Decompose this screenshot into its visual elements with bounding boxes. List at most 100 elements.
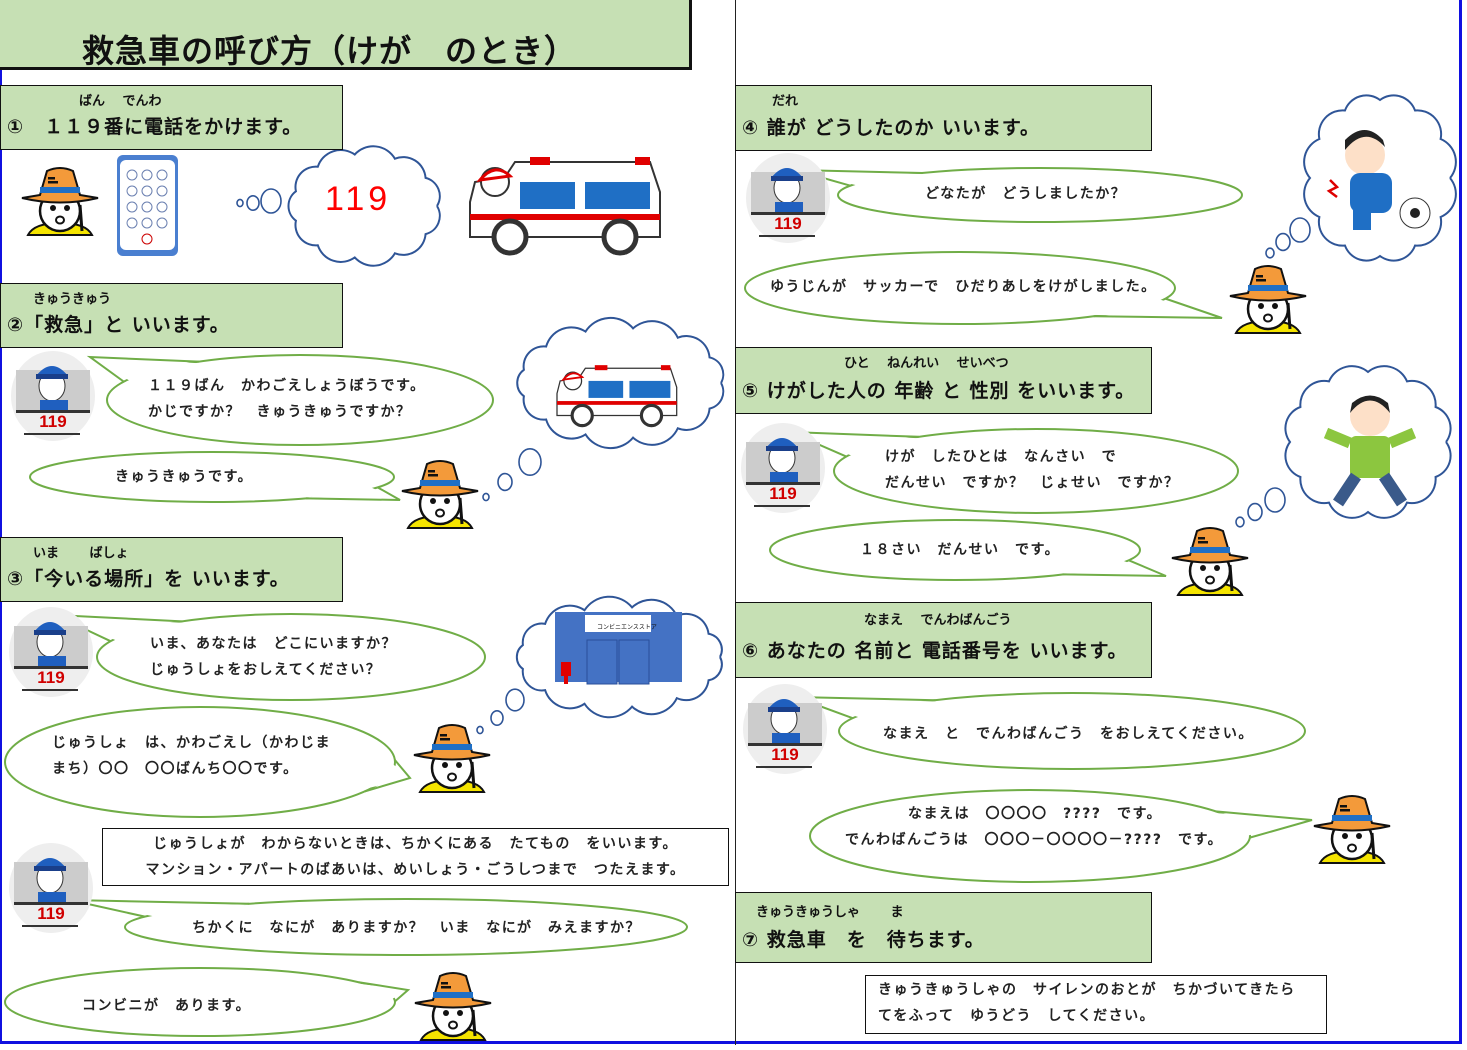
operator-icon: [9, 843, 93, 933]
caller-kid-icon: [414, 972, 492, 1041]
step-7-header: きゅうきゅうしゃ ま ⑦ 救急車 を 待ちます。: [735, 892, 1152, 963]
operator-icon: [9, 607, 93, 697]
step-3-ruby: いま ばしょ: [33, 546, 129, 561]
s3-caller-line-2: まち）〇〇 〇〇ばんち〇〇です。: [52, 761, 299, 777]
speech-bubble: [29, 451, 395, 503]
thought-dot: [1275, 232, 1291, 252]
s3-operator-line-1: いま、あなたは どこにいますか？: [150, 636, 398, 652]
step-4-ruby: だれ: [772, 94, 799, 109]
convenience-store-icon: [555, 612, 682, 685]
thought-dot: [236, 198, 244, 208]
note-line-2: マンション・アパートのばあいは、めいしょう・ごうしつまで つたえます。: [145, 862, 686, 878]
thought-dot: [505, 688, 525, 712]
speech-bubble-tail: [1212, 812, 1312, 837]
step-1-header: ばん でんわ ① １１９番に電話をかけます。: [0, 85, 343, 150]
speech-bubble: [769, 519, 1141, 581]
thought-dot: [1235, 516, 1245, 528]
operator-illustration: 119: [8, 606, 94, 702]
operator-icon: [11, 351, 95, 441]
caller-kid-icon: [21, 167, 99, 236]
speech-bubble-tail: [356, 983, 408, 1001]
operator-illustration: 119: [8, 842, 94, 938]
speech-bubble: [124, 898, 688, 956]
step-7-ruby: きゅうきゅうしゃ ま: [756, 905, 904, 920]
thought-dot: [497, 472, 513, 492]
ambulance-icon: [556, 365, 678, 428]
s3-operator-line-2: じゅうしょをおしえてください？: [150, 662, 382, 678]
thought-dot: [1264, 487, 1286, 513]
step-5-ruby: ひと ねんれい せいべつ: [844, 356, 1009, 371]
step-6-ruby: なまえ でんわばんごう: [864, 613, 1012, 628]
step-3-header: いま ばしょ ③「今いる場所」を いいます。: [0, 537, 343, 602]
speech-bubble-tail: [1092, 298, 1222, 318]
s2-operator-line-2: かじですか？ きゅうきゅうですか？: [148, 404, 412, 420]
speech-bubble-tail: [70, 900, 250, 917]
address-tip-note: じゅうしょが わからないときは、ちかくにある たてもの をいいます。 マンション…: [102, 828, 729, 886]
store-sign-text: コンビニエンスストア: [597, 624, 657, 631]
s2-caller-text: きゅうきゅうです。: [115, 469, 254, 485]
step-6-label: ⑥ あなたの 名前と 電話番号を いいます。: [742, 640, 1128, 662]
caller-kid-icon: [1171, 527, 1249, 596]
step-1-ruby: ばん でんわ: [79, 94, 162, 109]
step-7-label: ⑦ 救急車 を 待ちます。: [742, 929, 985, 951]
column-divider: [735, 0, 736, 1045]
thought-dot: [246, 195, 260, 212]
step-2-label: ②「救急」と いいます。: [7, 314, 230, 336]
speech-bubble: [744, 251, 1176, 325]
speech-bubble: [837, 167, 1243, 223]
operator-119-badge: 119: [771, 745, 799, 764]
step-4-header: だれ ④ 誰が どうしたのか いいます。: [735, 85, 1152, 151]
operator-illustration: 119: [745, 152, 831, 248]
caller-kid-icon: [1229, 265, 1307, 334]
healthy-boy-icon: [1323, 395, 1417, 507]
note-line-1: きゅうきゅうしゃの サイレンのおとが ちかづいてきたら: [878, 982, 1296, 998]
speech-bubble-tail: [361, 761, 410, 790]
operator-icon: [743, 684, 827, 774]
step-2-header: きゅうきゅう ②「救急」と いいます。: [0, 283, 343, 348]
step-5-header: ひと ねんれい せいべつ ⑤ けがした人の 年齢 と 性別 をいいます。: [735, 347, 1152, 414]
operator-119-badge: 119: [39, 412, 67, 431]
speech-bubble-tail: [55, 615, 183, 641]
step-3-label: ③「今いる場所」を いいます。: [7, 568, 290, 590]
step-2-ruby: きゅうきゅう: [33, 292, 112, 307]
s6-caller-line-1: なまえは 〇〇〇〇 ???? です。: [908, 806, 1163, 822]
note-line-2: てをふって ゆうどう してください。: [878, 1008, 1156, 1024]
cloud-119-text: 119: [325, 180, 392, 218]
injured-soccer-boy-icon: [1326, 130, 1431, 230]
speech-bubble: [4, 967, 396, 1037]
s2-operator-line-1: １１９ばん かわごえしょうぼうです。: [148, 378, 426, 394]
speech-bubble-tail: [795, 170, 924, 186]
caller-kid-icon: [401, 460, 479, 529]
ambulance-icon: [469, 157, 661, 256]
step-6-header: なまえ でんわばんごう ⑥ あなたの 名前と 電話番号を いいます。: [735, 602, 1152, 678]
thought-dot: [518, 447, 542, 476]
title-banner: 救急車の呼び方（けが のとき）: [0, 0, 692, 70]
thought-dot: [476, 725, 484, 735]
caller-kid-icon: [1313, 795, 1391, 864]
operator-119-badge: 119: [37, 904, 65, 923]
operator-119-badge: 119: [774, 214, 802, 233]
operator-119-badge: 119: [37, 668, 65, 687]
thought-dot: [1247, 502, 1263, 522]
s4-caller-text: ゆうじんが サッカーで ひだりあしをけがしました。: [770, 279, 1157, 295]
speech-bubble: [838, 692, 1306, 770]
operator-illustration: 119: [742, 683, 828, 779]
operator-icon: [746, 153, 830, 243]
step-1-label: ① １１９番に電話をかけます。: [7, 116, 303, 138]
s5-operator-line-2: だんせい ですか？ じょせい ですか？: [885, 475, 1180, 491]
caller-kid-icon: [413, 724, 491, 793]
page-title: 救急車の呼び方（けが のとき）: [82, 32, 578, 70]
phone-keypad-icon: [117, 155, 178, 256]
speech-bubble-tail: [795, 697, 937, 718]
thought-dot: [482, 492, 490, 502]
s3-caller-line-1: じゅうしょ は、かわごえし（かわじま: [52, 735, 331, 751]
speech-bubble: [4, 706, 396, 818]
thought-dot: [1289, 217, 1311, 243]
thought-dot: [490, 709, 504, 726]
operator-illustration: 119: [10, 350, 96, 446]
speech-bubble-tail: [1062, 560, 1166, 576]
s3-caller2-text: コンビニが あります。: [82, 998, 252, 1014]
s4-operator-text: どなたが どうしましたか？: [925, 186, 1127, 202]
